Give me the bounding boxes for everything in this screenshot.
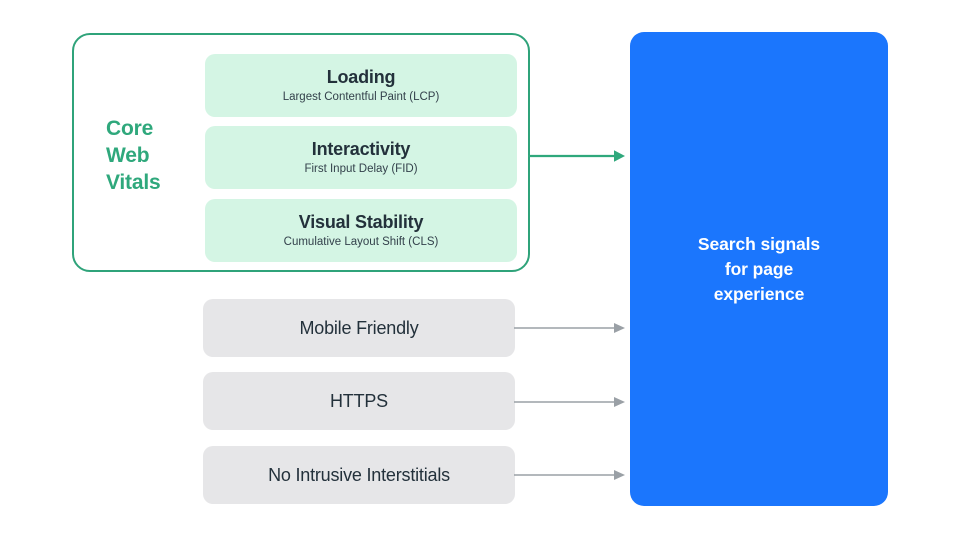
metric-title: Visual Stability xyxy=(298,212,424,232)
search-signals-panel[interactable]: Search signals for page experience xyxy=(630,32,888,506)
arrow-core-web-vitals-to-search-signals xyxy=(528,148,626,164)
signal-label: No Intrusive Interstitials xyxy=(268,465,450,485)
core-web-vitals-group: Core Web Vitals Loading Largest Contentf… xyxy=(72,33,530,272)
arrow-no-intrusive-interstitials-to-search-signals xyxy=(514,467,626,483)
signal-label: Mobile Friendly xyxy=(299,318,419,338)
arrow-https-to-search-signals xyxy=(514,394,626,410)
signal-label: HTTPS xyxy=(329,391,388,411)
metric-card-loading[interactable]: Loading Largest Contentful Paint (LCP) xyxy=(205,54,517,117)
metric-subtitle: First Input Delay (FID) xyxy=(304,163,418,175)
signal-card-https[interactable]: HTTPS xyxy=(203,372,515,430)
signal-card-no-intrusive-interstitials[interactable]: No Intrusive Interstitials xyxy=(203,446,515,504)
metric-card-interactivity[interactable]: Interactivity First Input Delay (FID) xyxy=(205,126,517,189)
metric-subtitle: Cumulative Layout Shift (CLS) xyxy=(283,236,439,248)
metric-subtitle: Largest Contentful Paint (LCP) xyxy=(282,91,440,103)
metric-card-visual-stability[interactable]: Visual Stability Cumulative Layout Shift… xyxy=(205,199,517,262)
core-web-vitals-label: Core Web Vitals xyxy=(106,117,161,194)
signal-card-mobile-friendly[interactable]: Mobile Friendly xyxy=(203,299,515,357)
metric-title: Interactivity xyxy=(311,139,411,159)
arrow-mobile-friendly-to-search-signals xyxy=(514,320,626,336)
metric-title: Loading xyxy=(326,67,396,87)
search-signals-panel-text: Search signals for page experience xyxy=(697,233,821,304)
